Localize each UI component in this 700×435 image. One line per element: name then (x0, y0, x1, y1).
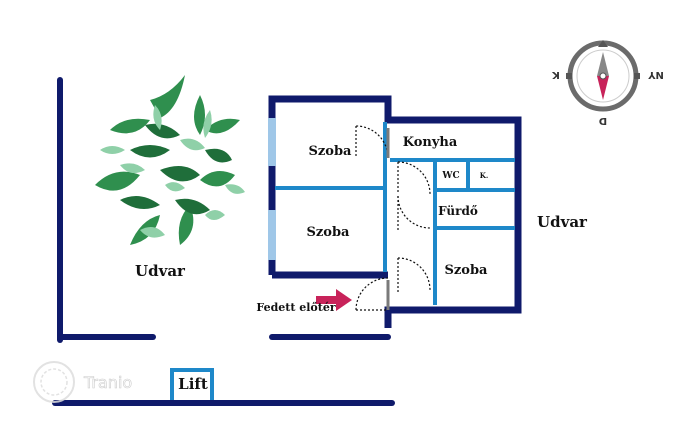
lift-shaft (52, 368, 395, 406)
compass-south-label: D (599, 115, 607, 126)
label-wc: WC (441, 171, 459, 181)
label-covered-hall: Fedett előtér (256, 301, 335, 314)
compass-east-label: K (551, 69, 560, 80)
watermark-logo (33, 361, 75, 403)
label-lift: Lift (178, 375, 208, 393)
apartment-outer-walls (268, 95, 522, 328)
entrance-arrow-icon (316, 289, 352, 311)
label-room-middle: Szoba (307, 225, 351, 240)
yard-walls (57, 77, 391, 343)
compass-icon (566, 40, 640, 112)
label-room-right: Szoba (445, 263, 489, 278)
tree-icon (95, 75, 245, 245)
inner-walls (275, 122, 515, 305)
label-k-small: K. (480, 171, 489, 180)
label-yard-left: Udvar (135, 262, 186, 280)
label-kitchen: Konyha (403, 135, 458, 150)
watermark-text: Tranio (83, 373, 132, 392)
label-room-top: Szoba (309, 144, 353, 159)
label-bathroom: Fürdő (438, 204, 478, 218)
compass-west-label: NY (647, 69, 663, 80)
windows (268, 118, 276, 260)
label-yard-right: Udvar (537, 213, 588, 231)
door-swings (355, 125, 431, 311)
